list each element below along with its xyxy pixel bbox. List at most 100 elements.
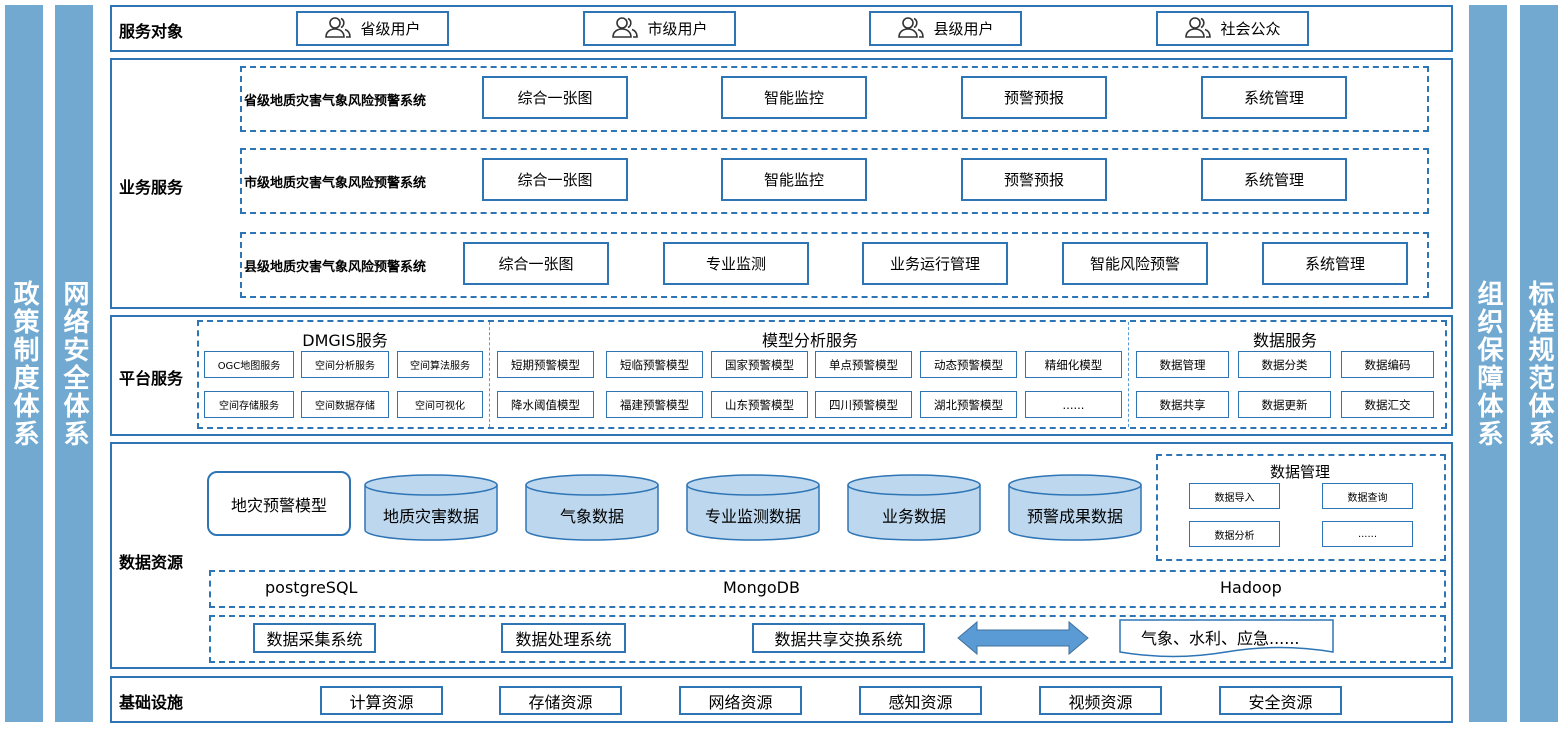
side-pillar: 政策制度体系 [5, 5, 43, 722]
model-box: 地灾预警模型 [207, 471, 351, 536]
system-box: 数据采集系统 [253, 623, 376, 653]
database-cylinder: 专业监测数据 [686, 474, 820, 541]
external-sources-label: 气象、水利、应急...... [1141, 629, 1300, 648]
data-service-item: 数据分类 [1238, 351, 1331, 378]
dmgis-item: OGC地图服务 [204, 351, 294, 378]
dmgis-item: 空间算法服务 [397, 351, 483, 378]
database-label: 业务数据 [881, 506, 946, 526]
user-type-label: 省级用户 [360, 20, 421, 38]
user-type-box: 市级用户 [583, 11, 736, 46]
model-item: 单点预警模型 [815, 351, 912, 378]
infra-box: 网络资源 [679, 686, 802, 715]
database-label: 气象数据 [559, 506, 624, 526]
module-box: 智能监控 [721, 158, 867, 201]
storage-engine: MongoDB [723, 578, 800, 597]
data-service-item: 数据共享 [1136, 391, 1229, 418]
model-item: 国家预警模型 [711, 351, 808, 378]
system-title: 省级地质灾害气象风险预警系统 [244, 94, 427, 109]
module-box: 综合一张图 [482, 158, 628, 201]
database-label: 地质灾害数据 [382, 506, 479, 526]
section-label: 基础设施 [119, 693, 184, 712]
business-system-group [240, 148, 1429, 214]
system-box: 数据处理系统 [501, 623, 626, 653]
side-pillar: 组织保障体系 [1469, 5, 1507, 722]
group-title: 数据服务 [1252, 331, 1317, 350]
data-management-item: 数据导入 [1189, 483, 1280, 509]
section-platform [110, 315, 1453, 436]
user-group-icon [1184, 15, 1212, 43]
module-box: 预警预报 [961, 76, 1107, 119]
business-system-group [240, 66, 1429, 132]
infra-box: 存储资源 [499, 686, 622, 715]
external-sources: 气象、水利、应急...... [1119, 619, 1334, 659]
section-label: 数据资源 [119, 553, 184, 572]
section-service-objects [110, 5, 1453, 52]
model-item: 四川预警模型 [815, 391, 912, 418]
section-label: 服务对象 [119, 22, 184, 41]
infra-box: 安全资源 [1219, 686, 1342, 715]
divider [1128, 322, 1129, 427]
exchange-arrow-icon [957, 620, 1089, 656]
user-type-label: 市级用户 [647, 20, 708, 38]
model-item: ...... [1025, 391, 1122, 418]
data-management-group [1156, 454, 1446, 561]
side-pillar: 网络安全体系 [55, 5, 93, 722]
model-item: 降水阈值模型 [497, 391, 594, 418]
infra-box: 计算资源 [320, 686, 443, 715]
platform-group [197, 320, 1447, 429]
cylinder-shape [686, 474, 820, 541]
system-title: 县级地质灾害气象风险预警系统 [244, 260, 427, 275]
system-title: 市级地质灾害气象风险预警系统 [244, 176, 427, 191]
infra-box: 感知资源 [859, 686, 982, 715]
data-service-item: 数据更新 [1238, 391, 1331, 418]
module-box: 业务运行管理 [862, 242, 1008, 285]
database-cylinder: 气象数据 [525, 474, 659, 541]
model-item: 短期预警模型 [497, 351, 594, 378]
cylinder-shape [1008, 474, 1142, 541]
module-box: 智能监控 [721, 76, 867, 119]
database-cylinder: 地质灾害数据 [364, 474, 498, 541]
module-box: 预警预报 [961, 158, 1107, 201]
database-label: 预警成果数据 [1026, 506, 1123, 526]
user-type-box: 社会公众 [1156, 11, 1309, 46]
model-item: 短临预警模型 [606, 351, 703, 378]
user-group-icon [324, 15, 352, 43]
user-type-box: 省级用户 [296, 11, 449, 46]
dmgis-item: 空间分析服务 [301, 351, 389, 378]
module-box: 综合一张图 [463, 242, 609, 285]
database-cylinder: 预警成果数据 [1008, 474, 1142, 541]
infra-box: 视频资源 [1039, 686, 1162, 715]
group-title: 数据管理 [1269, 463, 1330, 481]
dmgis-item: 空间存储服务 [204, 391, 294, 418]
model-item: 湖北预警模型 [920, 391, 1017, 418]
divider [489, 322, 490, 427]
system-box: 数据共享交换系统 [752, 623, 925, 653]
systems-row [209, 615, 1446, 663]
cylinder-shape [847, 474, 981, 541]
section-resources [110, 442, 1453, 669]
data-management-item: ...... [1322, 521, 1413, 547]
cylinder-shape [525, 474, 659, 541]
database-cylinder: 业务数据 [847, 474, 981, 541]
dmgis-item: 空间可视化 [397, 391, 483, 418]
data-service-item: 数据管理 [1136, 351, 1229, 378]
user-type-label: 县级用户 [933, 20, 994, 38]
group-title: DMGIS服务 [302, 331, 388, 350]
business-system-group [240, 232, 1429, 298]
user-group-icon [897, 15, 925, 43]
model-item: 福建预警模型 [606, 391, 703, 418]
user-group-icon [611, 15, 639, 43]
data-management-item: 数据查询 [1322, 483, 1413, 509]
data-service-item: 数据汇交 [1341, 391, 1434, 418]
cylinder-shape [364, 474, 498, 541]
model-item: 精细化模型 [1025, 351, 1122, 378]
module-box: 系统管理 [1262, 242, 1408, 285]
storage-engines-row [209, 570, 1446, 608]
module-box: 智能风险预警 [1062, 242, 1208, 285]
side-pillar: 标准规范体系 [1520, 5, 1558, 722]
section-business [110, 58, 1453, 309]
database-label: 专业监测数据 [704, 506, 801, 526]
module-box: 系统管理 [1201, 158, 1347, 201]
data-service-item: 数据编码 [1341, 351, 1434, 378]
